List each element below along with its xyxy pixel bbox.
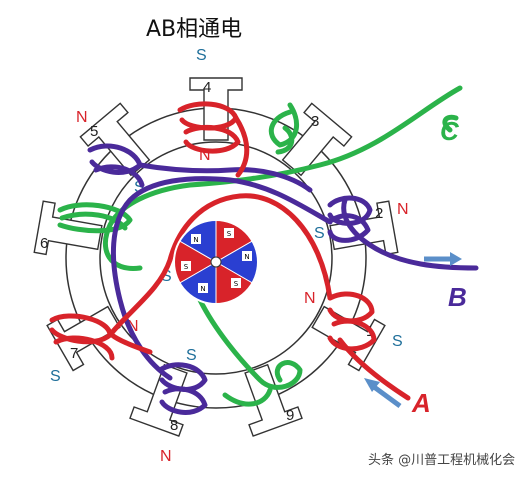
pole-label-slot-2: N <box>397 201 409 218</box>
inner-pole-label-7: S <box>161 268 172 285</box>
rotor-label-1: S <box>227 230 232 238</box>
inner-pole-label-3: S <box>314 225 325 242</box>
slot-number-3: 3 <box>311 113 319 130</box>
stator-inner-ring <box>99 141 333 375</box>
terminal-c-label: C <box>440 116 460 146</box>
stator-slot-3 <box>281 102 353 177</box>
pole-label-slot-5: N <box>76 109 88 126</box>
slot-number-5: 5 <box>90 123 98 140</box>
inner-pole-label-2: S <box>134 179 145 196</box>
watermark: 头条 @川普工程机械化会 <box>368 453 516 468</box>
rotor-label-4: N <box>200 285 205 293</box>
rotor-label-2: N <box>244 253 249 261</box>
inner-pole-label-5: S <box>186 347 197 364</box>
rotor: S N S N S N <box>173 219 259 305</box>
terminal-a-label: A <box>411 388 431 418</box>
stator-slot-5 <box>79 102 151 177</box>
slot-number-2: 2 <box>375 205 383 222</box>
winding-b-purple <box>87 143 479 415</box>
diagram-title: AB相通电 <box>146 17 242 42</box>
slot-number-8: 8 <box>170 417 178 434</box>
slot-number-9: 9 <box>286 407 294 424</box>
terminal-b-label: B <box>448 282 467 312</box>
pole-label-slot-4: S <box>196 47 207 64</box>
stator-slot-4 <box>189 77 243 141</box>
arrow-into-b <box>424 252 462 266</box>
pole-label-slot-1: S <box>392 333 403 350</box>
slot-number-4: 4 <box>203 79 211 96</box>
inner-pole-label-1: N <box>199 147 211 164</box>
winding-a-red <box>49 101 411 401</box>
slot-number-7: 7 <box>70 345 78 362</box>
stator-slot-1 <box>311 305 386 372</box>
pole-label-slot-8: N <box>160 448 172 465</box>
slot-number-6: 6 <box>40 235 48 252</box>
rotor-label-6: N <box>193 236 198 244</box>
inner-pole-label-6: N <box>127 318 139 335</box>
inner-pole-label-4: N <box>304 290 316 307</box>
rotor-label-3: S <box>234 280 239 288</box>
pole-label-slot-7: S <box>50 368 61 385</box>
arrow-into-a <box>364 378 402 409</box>
stator-slot-8 <box>129 363 188 437</box>
winding-c-green <box>57 85 463 407</box>
rotor-label-5: S <box>184 263 189 271</box>
rotor-shaft <box>210 256 222 268</box>
